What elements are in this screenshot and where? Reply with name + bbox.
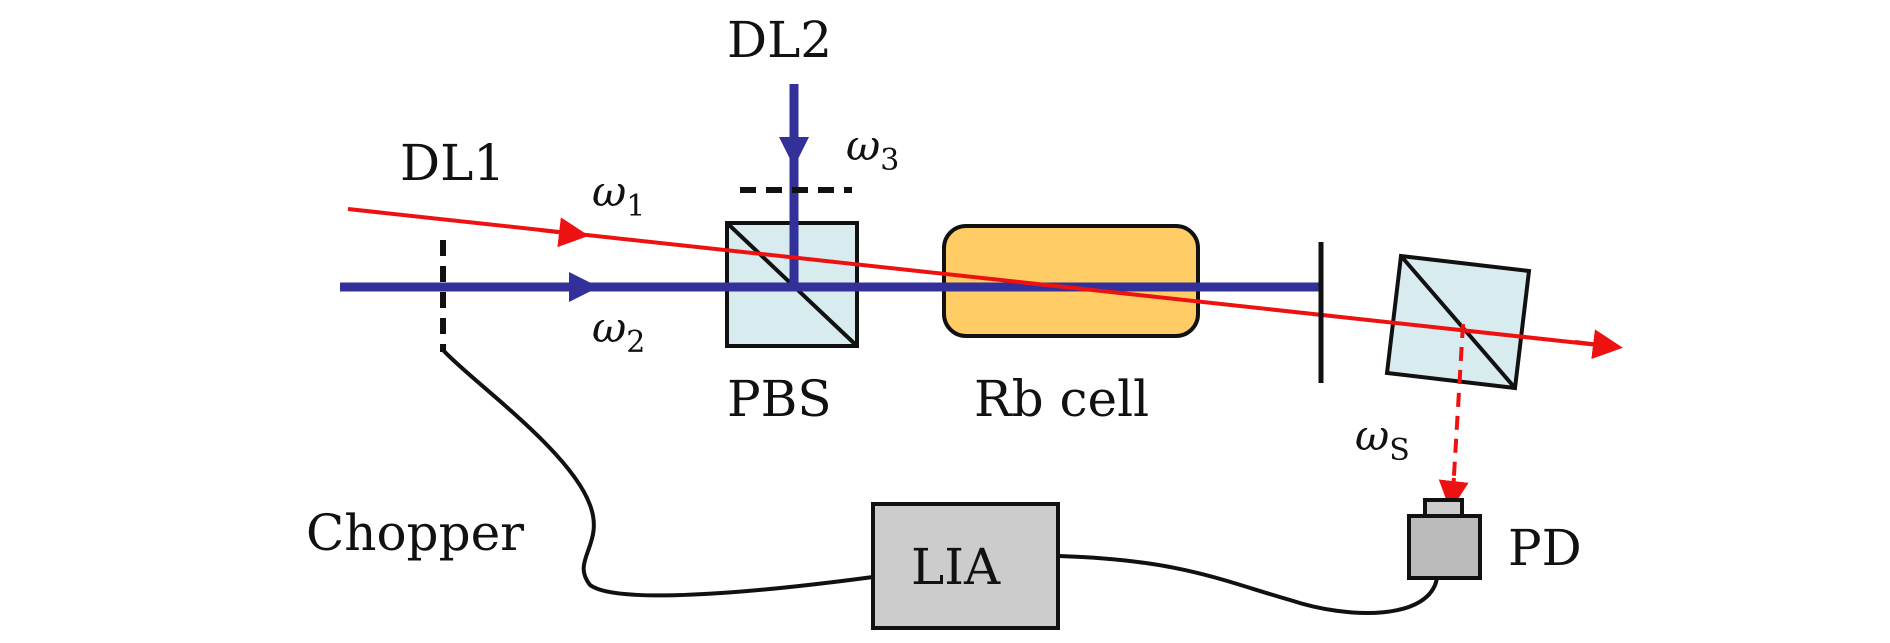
beam-omega1-arrow: [539, 217, 589, 248]
photodetector: [1407, 498, 1482, 580]
chopper-cable: [441, 348, 874, 598]
label-omega3: ω3: [846, 121, 899, 178]
label-omega1: ω1: [592, 167, 645, 224]
label-omega-s: ωS: [1355, 411, 1410, 468]
label-chopper: Chopper: [306, 504, 524, 562]
beam-omega-s-arrow: [1438, 477, 1469, 511]
label-pbs: PBS: [727, 370, 832, 428]
label-dl2: DL2: [727, 11, 832, 69]
beam-omega-s: [1451, 323, 1465, 493]
pd-cable: [1058, 554, 1439, 615]
label-omega2: ω2: [592, 303, 645, 360]
label-dl1: DL1: [400, 134, 505, 192]
rb-cell: [942, 224, 1200, 338]
label-rb-cell: Rb cell: [974, 370, 1149, 428]
beam-omega1-end-arrow: [1574, 329, 1623, 360]
label-pd: PD: [1508, 519, 1582, 577]
lia-box: [871, 502, 1060, 630]
output-beam-splitter-cube: [1384, 253, 1532, 391]
label-lia: LIA: [911, 538, 1001, 596]
